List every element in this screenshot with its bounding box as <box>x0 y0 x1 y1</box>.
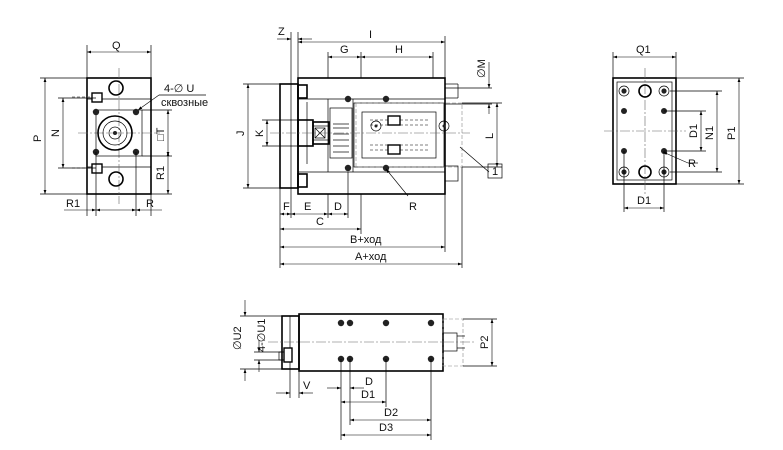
dim-t-label: □T <box>155 127 167 141</box>
dim-k-label: K <box>254 129 266 137</box>
through-hole <box>132 108 140 116</box>
dim-d-bottom-label: D <box>365 376 373 388</box>
port-hole-bottom <box>108 171 124 187</box>
dim-j-label: J <box>235 131 247 137</box>
dim-h-label: H <box>395 44 403 56</box>
side-view: Z I G H ∅M J K L 1 <box>235 26 503 268</box>
dim-v-label: V <box>303 380 311 392</box>
hole-callout-note: сквозные <box>161 97 208 109</box>
port-hole-top <box>108 80 124 96</box>
dim-a-stroke-label: A+ход <box>355 251 387 263</box>
dim-r-label: R <box>146 198 154 210</box>
dim-p-label: P <box>32 135 44 142</box>
bottom-view: ∅U2 4-∅U1 P2 V D D1 D2 D3 <box>232 300 497 440</box>
dim-r-side-label: R <box>409 201 417 213</box>
dim-u2-label: ∅U2 <box>232 326 244 350</box>
dim-u1-label: 4-∅U1 <box>256 319 268 352</box>
dim-d3-label: D3 <box>379 422 393 434</box>
dim-d1-bottom-view-label: D1 <box>361 389 375 401</box>
dim-p2-label: P2 <box>479 336 491 349</box>
dim-i-label: I <box>369 29 372 41</box>
slide-table <box>353 102 445 168</box>
side-body-outline <box>297 77 446 195</box>
dim-n1-label: N1 <box>704 126 716 140</box>
dim-q1-label: Q1 <box>636 44 651 56</box>
hole-callout-label: 4-∅ U <box>164 83 194 95</box>
balloon-label: 1 <box>492 166 498 178</box>
dim-d2-label: D2 <box>384 407 398 419</box>
end-plate <box>279 83 299 189</box>
dim-f-label: F <box>283 201 290 213</box>
dim-c-label: C <box>316 216 324 228</box>
balloon-box <box>487 163 503 179</box>
dim-b-stroke-label: B+ход <box>350 234 382 246</box>
dim-l-label: L <box>484 133 496 139</box>
dim-n-label: N <box>50 129 62 137</box>
dim-r1-side-label: R1 <box>155 166 167 180</box>
dim-g-label: G <box>340 44 349 56</box>
dim-d1-vertical-label: D1 <box>688 124 700 138</box>
dim-e-label: E <box>304 201 311 213</box>
dim-p1-label: P1 <box>726 127 738 140</box>
bottom-body-outline <box>298 313 444 372</box>
rod-outer-circle <box>97 115 133 151</box>
front-view: Q P N □T R1 R1 R 4-∅ U скво <box>32 40 208 216</box>
through-hole <box>92 108 100 116</box>
dim-z-label: Z <box>278 26 285 38</box>
dim-r-right-label: R <box>688 158 696 170</box>
right-view: Q1 D1 N1 P1 R D1 <box>604 44 744 212</box>
dim-r1-bottom-label: R1 <box>66 198 80 210</box>
dim-q-label: Q <box>112 40 121 52</box>
dim-m-label: ∅M <box>476 59 488 78</box>
dim-d1-bottom-label: D1 <box>637 195 651 207</box>
dim-d-label: D <box>334 201 342 213</box>
